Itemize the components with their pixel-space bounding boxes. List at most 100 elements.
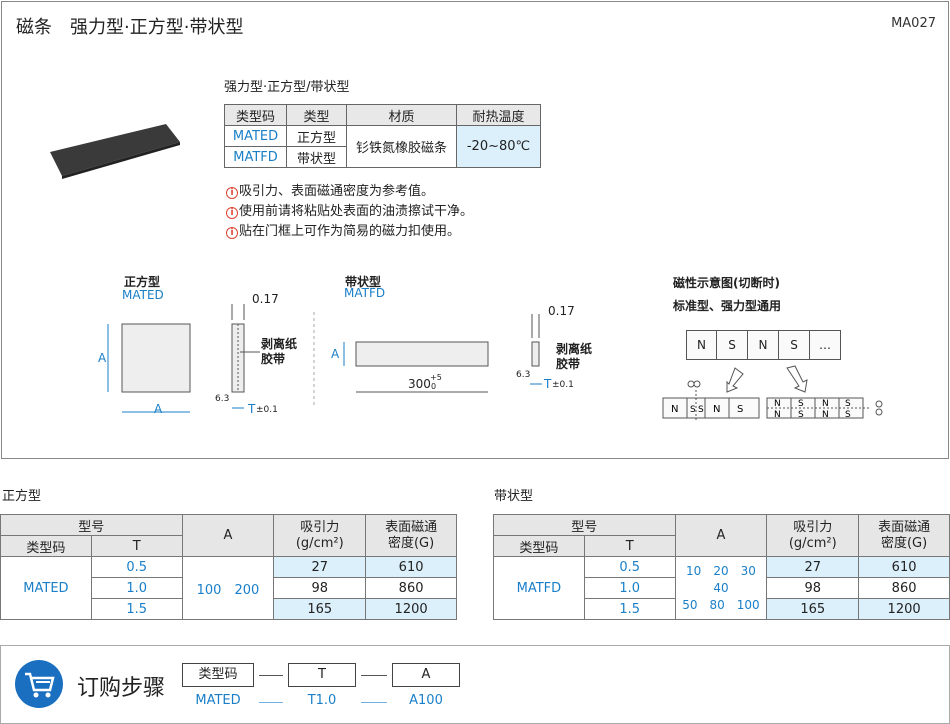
tape-label: 胶带 (261, 352, 286, 366)
pole-cell: N (686, 330, 717, 360)
pole-cell: S (779, 330, 810, 360)
info-icon: i (226, 207, 238, 219)
dim-thickness-strip: 0.17 (548, 304, 575, 318)
dim-a-horizontal: A (154, 402, 163, 416)
h-code: 类型码 (0, 535, 92, 557)
svg-text:S: S (845, 410, 851, 420)
dim-63-strip: 6.3 (516, 370, 531, 380)
dim-tol: ±0.1 (256, 405, 278, 415)
spec-temperature: -20~80℃ (456, 125, 541, 168)
svg-text:S: S (698, 405, 704, 415)
pole-cell: … (810, 330, 841, 360)
page-title: 磁条 强力型·正方型·带状型 (16, 17, 244, 38)
svg-text:S: S (845, 399, 851, 409)
paper-label-strip: 剥离纸 (556, 342, 593, 356)
table-flux: 1200 (365, 598, 457, 620)
table-force: 98 (766, 577, 860, 599)
spec-subtitle: 强力型·正方型/带状型 (224, 80, 350, 95)
h-model: 型号 (0, 514, 183, 536)
dim-a-vertical: A (98, 351, 107, 365)
table-t: 0.5 (90, 556, 183, 578)
strip-table-title: 带状型 (494, 489, 534, 504)
pole-strip: N S N S … (686, 330, 841, 360)
order-value-a: A100 (409, 693, 443, 708)
svg-text:N: N (671, 404, 678, 415)
spec-type: 带状型 (286, 146, 347, 168)
spec-material: 钐铁氮橡胶磁条 (346, 125, 457, 168)
h-code: 类型码 (493, 535, 585, 557)
spec-header-code: 类型码 (224, 104, 287, 126)
table-flux: 860 (365, 577, 457, 599)
order-box-a: A (392, 663, 460, 687)
table-t: 1.0 (90, 577, 183, 599)
svg-text:N: N (822, 410, 829, 420)
product-panel: 磁条 强力型·正方型·带状型 MA027 强力型·正方型/带状型 类型码 类型 … (1, 1, 949, 459)
svg-text:N: N (774, 410, 781, 420)
h-force: 吸引力(g/cm²) (766, 514, 860, 557)
h-a: A (674, 514, 768, 557)
cart-icon (15, 660, 63, 708)
table-t: 1.0 (583, 577, 676, 599)
h-a: A (181, 514, 275, 557)
h-flux: 表面磁通密度(G) (365, 514, 457, 557)
table-a: 100 200 (181, 556, 275, 620)
dim-length-tol-hi: +5 (430, 373, 442, 382)
table-code: MATED (0, 556, 92, 620)
square-table: 型号 A 吸引力(g/cm²) 表面磁通密度(G) 类型码 T MATED 0.… (0, 514, 457, 620)
table-force: 165 (273, 598, 367, 620)
svg-text:S: S (798, 399, 804, 409)
spec-header-material: 材质 (346, 104, 457, 126)
table-code: MATFD (493, 556, 585, 620)
order-title: 订购步骤 (77, 676, 166, 701)
table-flux: 1200 (858, 598, 950, 620)
order-dash (259, 702, 283, 703)
table-t: 1.5 (90, 598, 183, 620)
table-t: 0.5 (583, 556, 676, 578)
order-steps: 订购步骤 类型码 T A MATED T1.0 A100 (0, 645, 950, 724)
svg-text:N: N (713, 404, 720, 415)
pole-cell: N (748, 330, 779, 360)
spec-table: 类型码 类型 材质 耐热温度 MATED 正方型 钐铁氮橡胶磁条 -20~80℃… (224, 104, 541, 168)
dim-length-tol-lo: 0 (431, 382, 437, 391)
h-model: 型号 (493, 514, 676, 536)
product-image (50, 124, 180, 179)
svg-text:N: N (774, 399, 781, 409)
dim-tol-strip: ±0.1 (552, 380, 574, 390)
pole-cell: S (717, 330, 748, 360)
strip-table: 型号 A 吸引力(g/cm²) 表面磁通密度(G) 类型码 T MATFD 0.… (493, 514, 950, 620)
table-flux: 610 (365, 556, 457, 578)
table-force: 27 (273, 556, 367, 578)
spec-code: MATFD (224, 146, 287, 168)
svg-text:N: N (822, 399, 829, 409)
svg-text:S: S (690, 405, 696, 415)
info-icon: i (226, 187, 238, 199)
strip-drawing (313, 312, 542, 406)
paper-label: 剥离纸 (261, 337, 298, 351)
order-dash (361, 702, 387, 703)
order-box-t: T (288, 663, 356, 687)
order-box-code: 类型码 (182, 663, 254, 687)
mag-title: 磁性示意图(切断时) (673, 276, 780, 290)
dim-t: T (248, 402, 256, 416)
table-force: 165 (766, 598, 860, 620)
order-dash (259, 675, 283, 676)
table-force: 27 (766, 556, 860, 578)
spec-type: 正方型 (286, 125, 347, 147)
h-t: T (90, 535, 183, 557)
tape-label-strip: 胶带 (556, 357, 581, 371)
dim-63: 6.3 (215, 394, 230, 404)
cut-diagram: N S S N S N S N S N S N S (662, 365, 883, 422)
spec-header-type: 类型 (286, 104, 347, 126)
h-t: T (583, 535, 676, 557)
dim-thickness: 0.17 (252, 292, 279, 306)
svg-text:S: S (737, 404, 743, 415)
dim-a-strip: A (331, 347, 340, 361)
table-t: 1.5 (583, 598, 676, 620)
spec-header-temp: 耐热温度 (456, 104, 541, 126)
order-dash (361, 675, 387, 676)
square-table-title: 正方型 (2, 489, 42, 504)
dim-length: 300 (408, 377, 431, 391)
